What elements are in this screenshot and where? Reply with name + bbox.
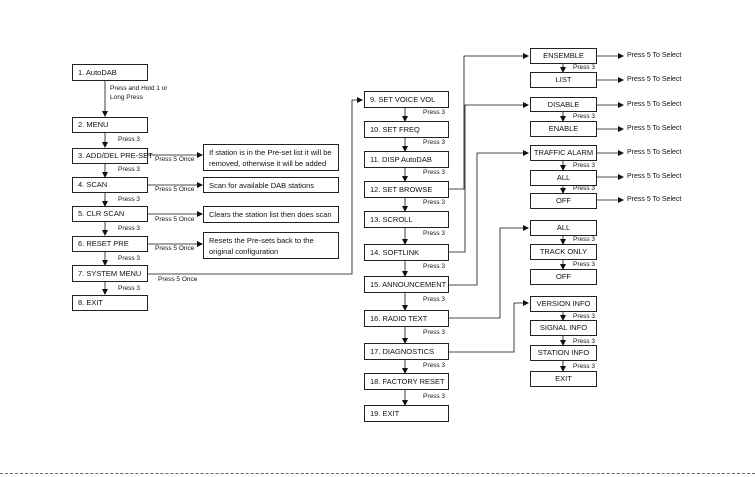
clr-scan-description: Clears the station list then does scan (203, 206, 339, 223)
press-5-select-label: Press 5 To Select (627, 125, 682, 132)
press-3-label: Press 3 (573, 162, 596, 169)
signal-info-box: SIGNAL INFO (530, 320, 597, 336)
diagnostics-exit-box: EXIT (530, 371, 597, 387)
press-3-label: Press 3 (423, 169, 446, 176)
press-5-select-label: Press 5 To Select (627, 101, 682, 108)
enable-box: ENABLE (530, 121, 597, 137)
ensemble-box: ENSEMBLE (530, 48, 597, 64)
press-3-label: Press 3 (573, 313, 596, 320)
traffic-alarm-box: TRAFFIC ALARM (530, 145, 597, 161)
press-5-select-label: Press 5 To Select (627, 52, 682, 59)
press-5-select-label: Press 5 To Select (627, 196, 682, 203)
list-box: LIST (530, 72, 597, 88)
set-browse-box: 12. SET BROWSE (364, 181, 449, 198)
press-3-label: Press 3 (573, 113, 596, 120)
set-voice-vol-box: 9. SET VOICE VOL (364, 91, 449, 108)
press-3-label: Press 3 (118, 225, 141, 232)
autodab-box: 1. AutoDAB (72, 64, 148, 81)
reset-pre-description: Resets the Pre-sets back to the original… (203, 232, 339, 259)
press-3-label: Press 3 (573, 261, 596, 268)
version-info-box: VERSION INFO (530, 296, 597, 312)
radio-text-off-box: OFF (530, 269, 597, 285)
radio-text-box: 16. RADIO TEXT (364, 310, 449, 327)
reset-pre-box: 6. RESET PRE (72, 236, 148, 252)
press-3-label: Press 3 (423, 296, 446, 303)
disp-autodab-box: 11. DISP AutoDAB (364, 151, 449, 168)
press-3-label: Press 3 (423, 109, 446, 116)
press-5-once-label: Press 5 Once (155, 245, 195, 252)
diagnostics-box: 17. DIAGNOSTICS (364, 343, 449, 360)
scroll-box: 13. SCROLL (364, 211, 449, 228)
press-5-select-label: Press 5 To Select (627, 149, 682, 156)
press-3-label: Press 3 (118, 196, 141, 203)
press-3-label: Press 3 (573, 338, 596, 345)
press-3-label: Press 3 (573, 185, 596, 192)
press-3-label: Press 3 (118, 166, 141, 173)
station-info-box: STATION INFO (530, 345, 597, 361)
scan-box: 4. SCAN (72, 177, 148, 193)
press-5-select-label: Press 5 To Select (627, 173, 682, 180)
factory-reset-box: 18. FACTORY RESET (364, 373, 449, 390)
press-3-label: Press 3 (118, 255, 141, 262)
announcement-off-box: OFF (530, 193, 597, 209)
radio-text-all-box: ALL (530, 220, 597, 236)
press-3-label: Press 3 (573, 236, 596, 243)
press-5-select-label: Press 5 To Select (627, 76, 682, 83)
announcement-box: 15. ANNOUNCEMENT (364, 276, 449, 293)
announcement-all-box: ALL (530, 170, 597, 186)
press-5-once-label: Press 5 Once (155, 186, 195, 193)
system-menu-box: 7. SYSTEM MENU (72, 265, 148, 282)
press-5-once-label: Press 5 Once (155, 156, 195, 163)
press-3-label: Press 3 (573, 64, 596, 71)
track-only-box: TRACK ONLY (530, 244, 597, 260)
exit-box: 8. EXIT (72, 295, 148, 311)
press-3-label: Press 3 (573, 363, 596, 370)
scan-description: Scan for available DAB stations (203, 177, 339, 193)
add-del-description: If station is in the Pre-set list it wil… (203, 144, 339, 171)
press-3-label: Press 3 (118, 285, 141, 292)
press-3-label: Press 3 (423, 263, 446, 270)
press-3-label: Press 3 (423, 199, 446, 206)
softlink-box: 14. SOFTLINK (364, 244, 449, 261)
press-3-label: Press 3 (423, 139, 446, 146)
press-3-label: Press 3 (423, 393, 446, 400)
disable-box: DISABLE (530, 97, 597, 112)
add-del-preset-box: 3. ADD/DEL PRE-SET (72, 148, 153, 164)
press-3-label: Press 3 (423, 230, 446, 237)
press-5-once-label: Press 5 Once (158, 276, 198, 283)
clr-scan-box: 5. CLR SCAN (72, 206, 148, 222)
press-3-label: Press 3 (118, 136, 141, 143)
press-5-once-label: Press 5 Once (155, 216, 195, 223)
page-bottom-rule (0, 473, 755, 474)
press-3-label: Press 3 (423, 362, 446, 369)
press-hold-label: Press and Hold 1 or Long Press (110, 85, 168, 101)
set-freq-box: 10. SET FREQ (364, 121, 449, 138)
exit-19-box: 19. EXIT (364, 405, 449, 422)
menu-box: 2. MENU (72, 117, 148, 133)
press-3-label: Press 3 (423, 329, 446, 336)
